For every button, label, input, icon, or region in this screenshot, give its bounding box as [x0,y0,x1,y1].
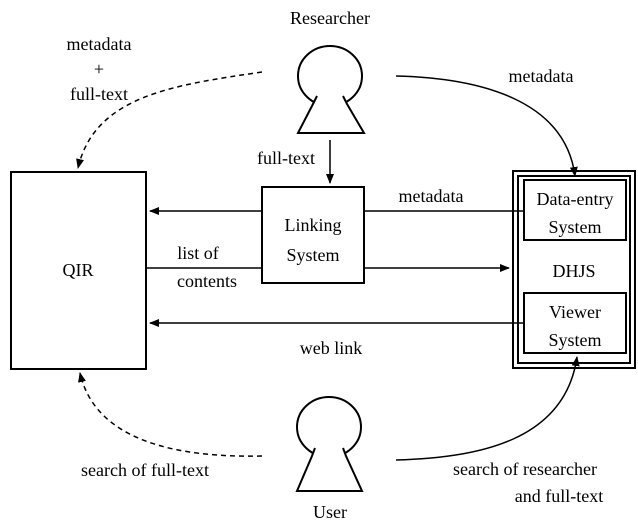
linking-system-label-line2: System [286,245,339,265]
edge-researcher-to-qir: metadata + full-text [67,34,263,169]
data-entry-system-node: Data-entry System [523,179,627,241]
edge-researcher-to-linking-label: full-text [257,148,315,168]
user-body-icon [295,447,364,492]
viewer-system-node: Viewer System [523,292,627,354]
edge-user-to-qir: search of full-text [78,372,263,480]
edge-linking-to-qir: list of contents [146,243,262,291]
viewer-system-label-line2: System [548,330,601,350]
edge-user-to-qir-line [78,372,263,457]
qir-box [10,171,147,370]
data-entry-system-label-line2: System [548,217,601,237]
data-entry-system-box [523,179,627,241]
viewer-system-box [523,292,627,354]
edge-user-to-viewer: search of researcher and full-text [395,356,603,506]
researcher-actor: Researcher [290,8,370,134]
viewer-system-label-line1: Viewer [549,302,601,322]
qir-label: QIR [63,260,94,280]
linking-system-node: Linking System [261,186,365,284]
edge-user-to-viewer-line [395,356,580,461]
linking-system-box [261,186,365,284]
linking-system-label-line1: Linking [285,215,342,235]
user-label: User [313,502,347,522]
dhjs-label: DHJS [552,261,595,281]
researcher-body-icon [296,95,366,134]
edge-researcher-to-qir-line [76,71,263,169]
data-entry-system-label-line1: Data-entry [537,189,614,209]
edge-researcher-to-qir-label-line1: metadata [67,34,132,54]
edge-viewer-to-qir: web link [149,319,524,358]
edge-researcher-to-qir-label-line3: full-text [70,84,128,104]
edge-linking-to-qir-label-line1: list of [177,243,219,263]
edge-user-to-viewer-label-line1: search of researcher [453,459,597,479]
edge-researcher-to-data-entry-label: metadata [509,66,574,86]
edge-researcher-to-data-entry-line [395,75,578,177]
edge-user-to-qir-label: search of full-text [81,460,209,480]
edge-dataentry-to-linking-label: metadata [399,186,464,206]
edge-viewer-to-qir-label: web link [300,338,363,358]
researcher-label: Researcher [290,8,370,28]
edge-user-to-viewer-label-line2: and full-text [515,486,603,506]
user-actor: User [295,396,364,522]
edge-linking-to-qir-label-line2: contents [177,271,237,291]
qir-node: QIR [10,171,147,370]
edge-dataentry-to-linking: metadata [364,186,524,212]
edge-researcher-to-qir-label-line2: + [94,59,104,79]
edge-researcher-to-linking: full-text [257,140,334,184]
edge-researcher-to-data-entry: metadata [395,66,578,177]
